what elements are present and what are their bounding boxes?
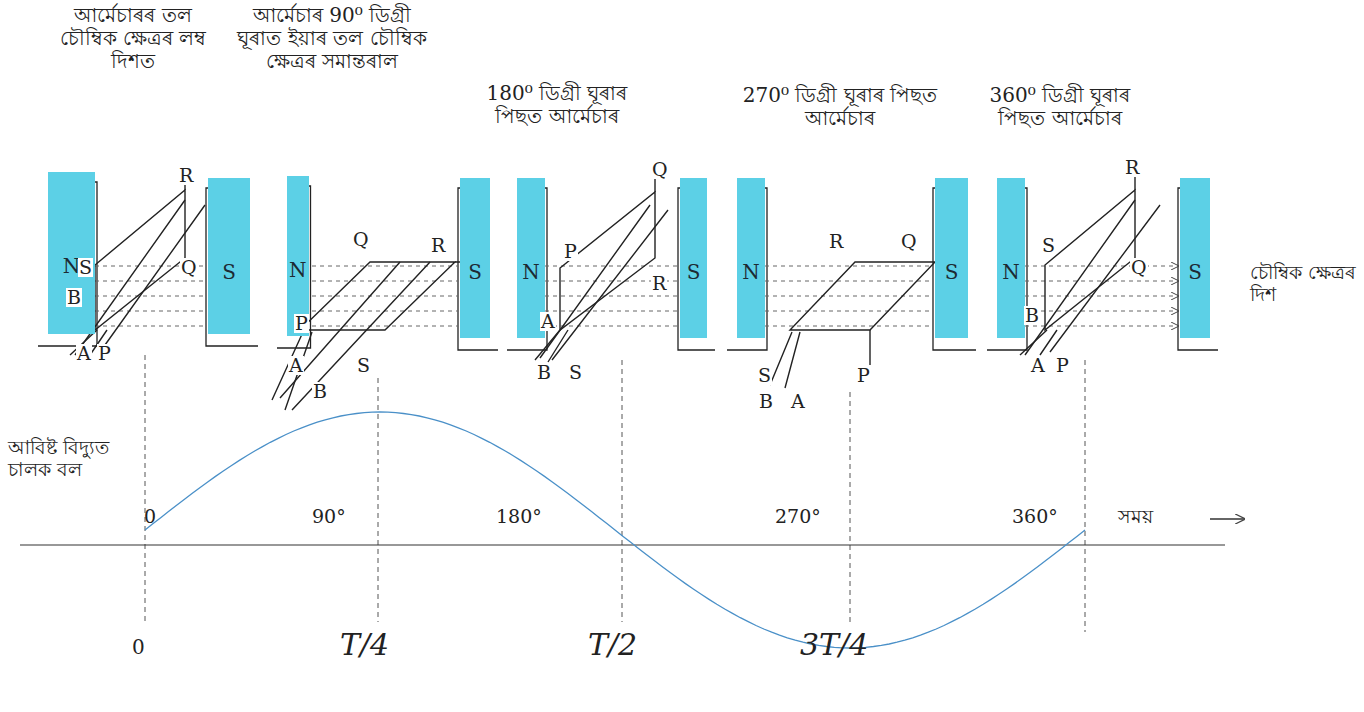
caption-text: 360⁰ ডিগ্ৰী ঘূৰাৰ পিছত আৰ্মেচাৰ bbox=[965, 84, 1155, 130]
coil-corner-letter: P bbox=[563, 242, 578, 261]
angle-value: 360° bbox=[1012, 506, 1058, 528]
coil-corner-letter: B bbox=[758, 392, 774, 411]
angle-value: 90° bbox=[312, 506, 346, 528]
pole-letter: S bbox=[468, 260, 482, 284]
caption-text: আৰ্মেচাৰৰ তল চৌম্বিক ক্ষেত্ৰৰ লম্ব দিশত bbox=[48, 4, 218, 73]
pole-letter: N bbox=[742, 260, 760, 284]
coil-corner-letter: S bbox=[757, 366, 772, 385]
coil-corner-letter: B bbox=[312, 382, 328, 401]
coil-corner-letter: B bbox=[66, 288, 82, 307]
coil-corner-letter: A bbox=[288, 356, 304, 375]
magnet-pole: S bbox=[680, 178, 707, 338]
pole-letter: S bbox=[222, 260, 236, 284]
pole-letter: S bbox=[687, 260, 701, 284]
magnet-pole: N bbox=[48, 172, 95, 334]
pole-letter: S bbox=[945, 260, 959, 284]
angle-value: 270° bbox=[775, 506, 821, 528]
coil-corner-letter: Q bbox=[180, 258, 198, 277]
coil-corner-letter: A bbox=[540, 312, 556, 331]
coil-corner-letter: A bbox=[1030, 356, 1046, 375]
coil-corner-letter: P bbox=[97, 344, 112, 363]
magnet-pole: S bbox=[460, 178, 490, 338]
magnet-pole: S bbox=[935, 178, 968, 338]
coil-corner-letter: P bbox=[856, 366, 871, 385]
coil-corner-letter: R bbox=[178, 166, 194, 185]
time-value: 0 bbox=[132, 636, 145, 659]
time-value: 3T/4 bbox=[800, 628, 868, 663]
coil-corner-letter: P bbox=[1055, 356, 1070, 375]
pole-letter: N bbox=[289, 258, 307, 282]
coil-corner-letter: A bbox=[790, 392, 806, 411]
magnet-pole: N bbox=[737, 178, 765, 338]
coil-corner-letter: R bbox=[1124, 158, 1140, 177]
coil-corner-letter: Q bbox=[352, 230, 370, 249]
magnet-pole: N bbox=[997, 178, 1025, 338]
coil-corner-letter: R bbox=[430, 236, 446, 255]
axis-label: আবিষ্ট বিদ্যুত চালক বল bbox=[8, 437, 138, 481]
coil-corner-letter: Q bbox=[651, 160, 669, 179]
coil-corner-letter: S bbox=[356, 356, 371, 375]
coil-corner-letter: P bbox=[294, 314, 309, 333]
coil-corner-letter: A bbox=[76, 344, 92, 363]
coil-corner-letter: S bbox=[78, 258, 93, 277]
coil-corner-letter: B bbox=[1024, 306, 1040, 325]
time-value: T/2 bbox=[588, 628, 637, 663]
pole-letter: N bbox=[1002, 260, 1020, 284]
coil-corner-letter: R bbox=[651, 274, 667, 293]
caption-text: 180⁰ ডিগ্ৰী ঘূৰাৰ পিছত আৰ্মেচাৰ bbox=[462, 82, 652, 128]
caption-text: 270⁰ ডিগ্ৰী ঘূৰাৰ পিছত আৰ্মেচাৰ bbox=[740, 84, 940, 130]
angle-value: 180° bbox=[496, 506, 542, 528]
angle-value: 0 bbox=[144, 506, 156, 528]
time-value: T/4 bbox=[340, 628, 389, 663]
time-axis-label: সময় bbox=[1118, 506, 1153, 528]
caption-text: আৰ্মেচাৰ 90⁰ ডিগ্ৰী ঘূৰাত ইয়াৰ তল চৌম্ব… bbox=[232, 4, 432, 73]
coil-corner-letter: Q bbox=[900, 232, 918, 251]
coil-corner-letter: S bbox=[1041, 236, 1056, 255]
magnet-pole: S bbox=[1180, 178, 1210, 338]
pole-letter: N bbox=[522, 260, 540, 284]
coil-corner-letter: R bbox=[828, 232, 844, 251]
coil-corner-letter: B bbox=[536, 363, 552, 382]
magnet-pole: S bbox=[208, 178, 250, 334]
magnet-pole: N bbox=[287, 176, 309, 336]
coil-corner-letter: S bbox=[568, 363, 583, 382]
coil-corner-letter: Q bbox=[1130, 258, 1148, 277]
pole-letter: S bbox=[1188, 260, 1202, 284]
field-direction-label: চৌম্বিক ক্ষেত্ৰৰ দিশ bbox=[1250, 262, 1358, 306]
